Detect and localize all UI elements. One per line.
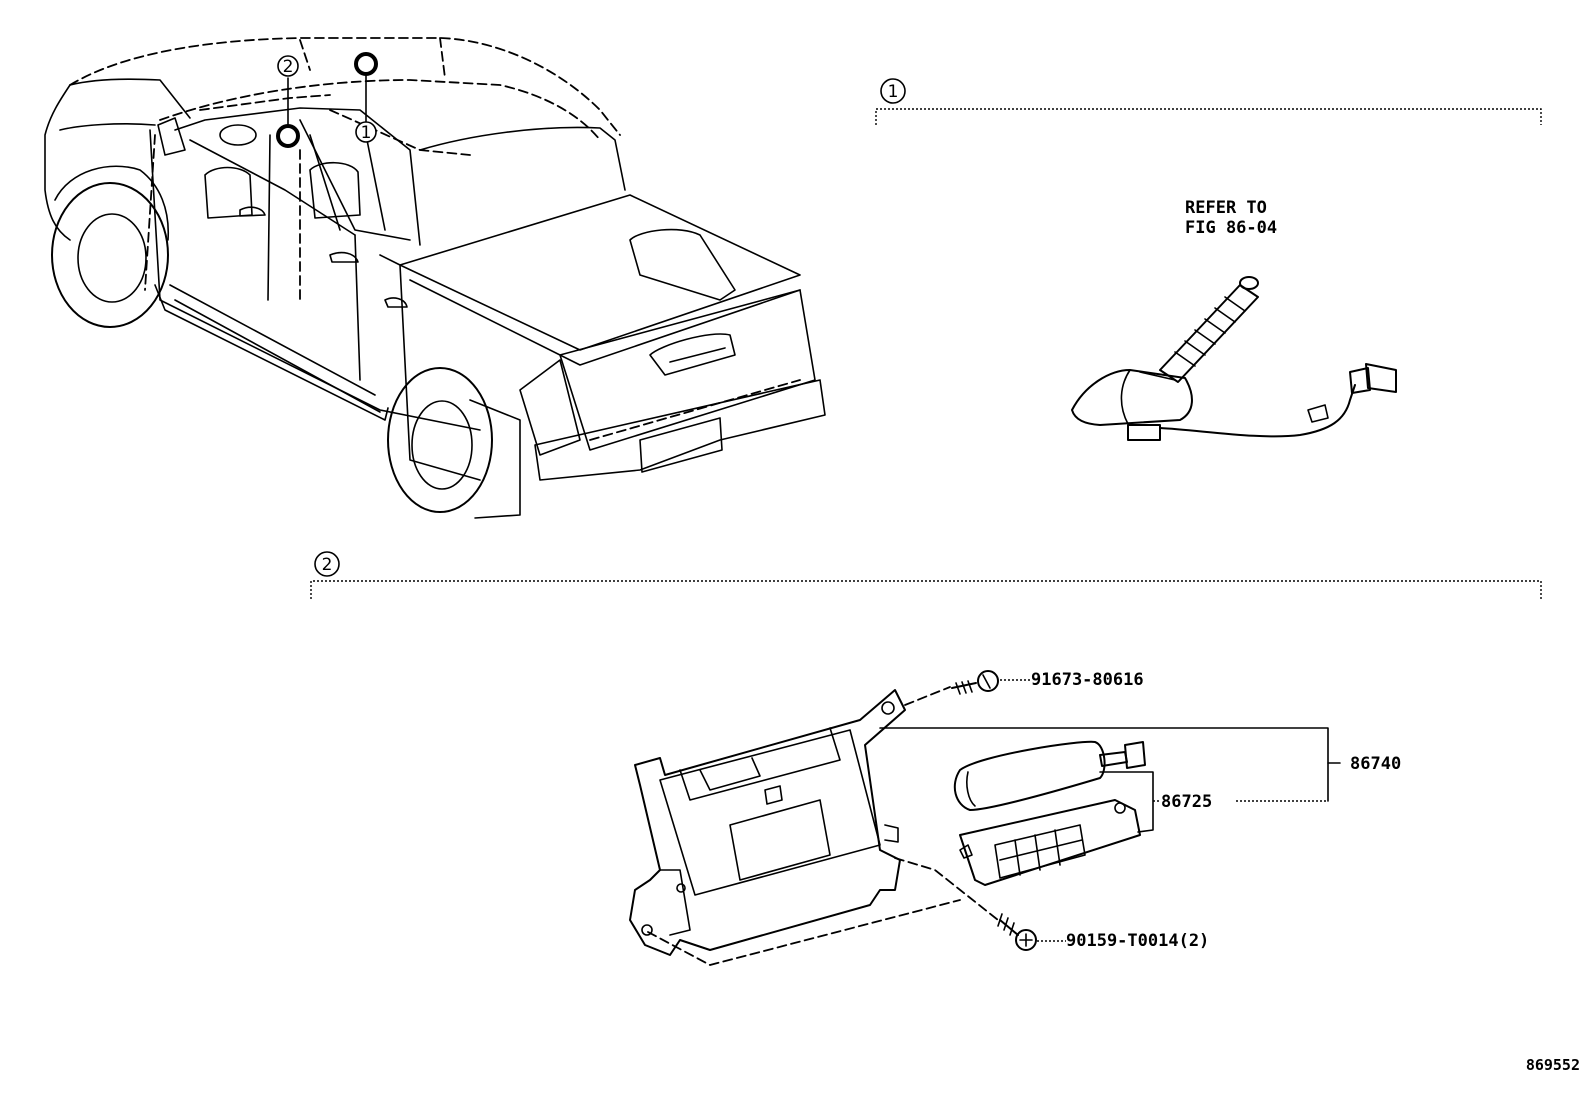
section-1-antenna: 1 REFER TO FIG 86-04 <box>875 78 1542 441</box>
screw-90159-icon <box>997 913 1037 951</box>
antenna-illustration <box>1071 276 1397 441</box>
screw-bottom-guide <box>894 857 999 921</box>
vehicle-callout-1: 1 <box>355 121 377 143</box>
refer-to-label: REFER TO <box>1185 198 1267 218</box>
refer-fig-label: FIG 86-04 <box>1185 218 1277 238</box>
section-2-callout: 2 <box>314 551 340 577</box>
part-number-91673-80616[interactable]: 91673-80616 <box>1031 670 1144 690</box>
part-number-90159-T0014[interactable]: 90159-T0014(2) <box>1066 931 1209 951</box>
receiver-bracket-illustration <box>629 689 906 956</box>
antenna-location-marker <box>354 52 378 76</box>
svg-text:1: 1 <box>361 123 372 143</box>
part-number-86725[interactable]: 86725 <box>1161 792 1212 812</box>
section-1-callout: 1 <box>880 78 906 104</box>
receiver-unit-86725-illustration <box>953 740 1146 886</box>
section-1-bracket <box>875 108 1542 125</box>
svg-text:1: 1 <box>888 82 899 102</box>
screw-top-guide <box>904 686 951 706</box>
section-2-receiver: 2 91673-80616 <box>310 551 1542 966</box>
diagram-id: 869552 <box>1526 1056 1580 1074</box>
bracket-guide-lower <box>647 899 961 966</box>
bracket-86740 <box>879 727 1329 802</box>
svg-text:2: 2 <box>322 555 333 575</box>
vehicle-callout-2: 2 <box>277 55 299 77</box>
pickup-truck-illustration: 1 2 <box>44 37 826 519</box>
screw-91673-icon <box>951 670 999 695</box>
part-number-86740[interactable]: 86740 <box>1350 754 1401 774</box>
receiver-location-marker <box>276 124 300 148</box>
svg-text:2: 2 <box>283 57 294 77</box>
section-2-bracket <box>310 580 1542 599</box>
